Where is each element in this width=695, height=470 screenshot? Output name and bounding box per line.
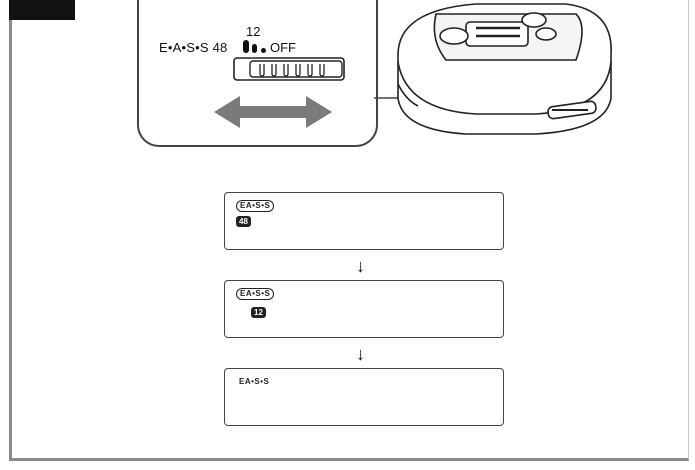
- hold-slider-switch: [233, 57, 345, 81]
- level-indicator-48: 48: [236, 216, 251, 227]
- eass-indicator: EA•S•S: [236, 200, 275, 212]
- device-illustration: [214, 3, 612, 135]
- switch-label-eass: E•A•S•S 48: [159, 40, 227, 55]
- switch-mark-48: [243, 40, 249, 53]
- section-tab: [9, 0, 75, 20]
- display-panel-off: EA•S•S: [224, 368, 504, 426]
- eass-text: E•A•S•S: [159, 40, 209, 55]
- eass-indicator: EA•S•S: [236, 288, 275, 300]
- eass-indicator-plain: EA•S•S: [239, 377, 270, 386]
- switch-mark-off: [261, 48, 266, 53]
- switch-label-12: 12: [246, 24, 261, 39]
- cd-player-icon: [397, 3, 612, 135]
- display-panel-48: EA•S•S 48: [224, 192, 504, 250]
- switch-label-off: OFF: [270, 40, 296, 55]
- switch-mark-12: [252, 44, 257, 53]
- display-panel-12: EA•S•S 12: [224, 280, 504, 338]
- down-arrow-icon: ↓: [356, 256, 365, 276]
- level-indicator-12: 12: [251, 307, 266, 318]
- switch-label-48: 48: [212, 40, 228, 55]
- down-arrow-icon: ↓: [356, 344, 365, 364]
- slide-double-arrow-icon: [214, 96, 332, 128]
